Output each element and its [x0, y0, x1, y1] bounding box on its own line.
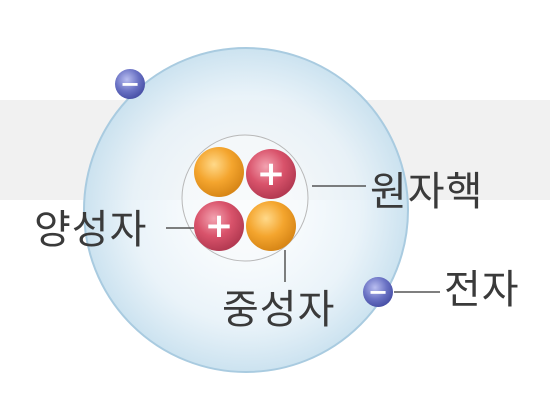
proton-bottom-left: +	[194, 201, 244, 251]
neutron-top-left	[194, 147, 244, 197]
electron-minus-sign: −	[368, 278, 388, 306]
neutron-bottom-right	[246, 201, 296, 251]
neutron-label: 중성자	[222, 287, 336, 333]
proton-plus-sign: +	[205, 206, 234, 246]
electron-minus-sign: −	[120, 70, 140, 98]
nucleus-label: 원자핵	[370, 169, 484, 215]
electron-top-left: −	[115, 69, 145, 99]
electron-label: 전자	[444, 267, 520, 313]
proton-label: 양성자	[34, 207, 148, 253]
electron-right: −	[363, 277, 393, 307]
proton-top-right: +	[246, 149, 296, 199]
proton-plus-sign: +	[257, 154, 286, 194]
